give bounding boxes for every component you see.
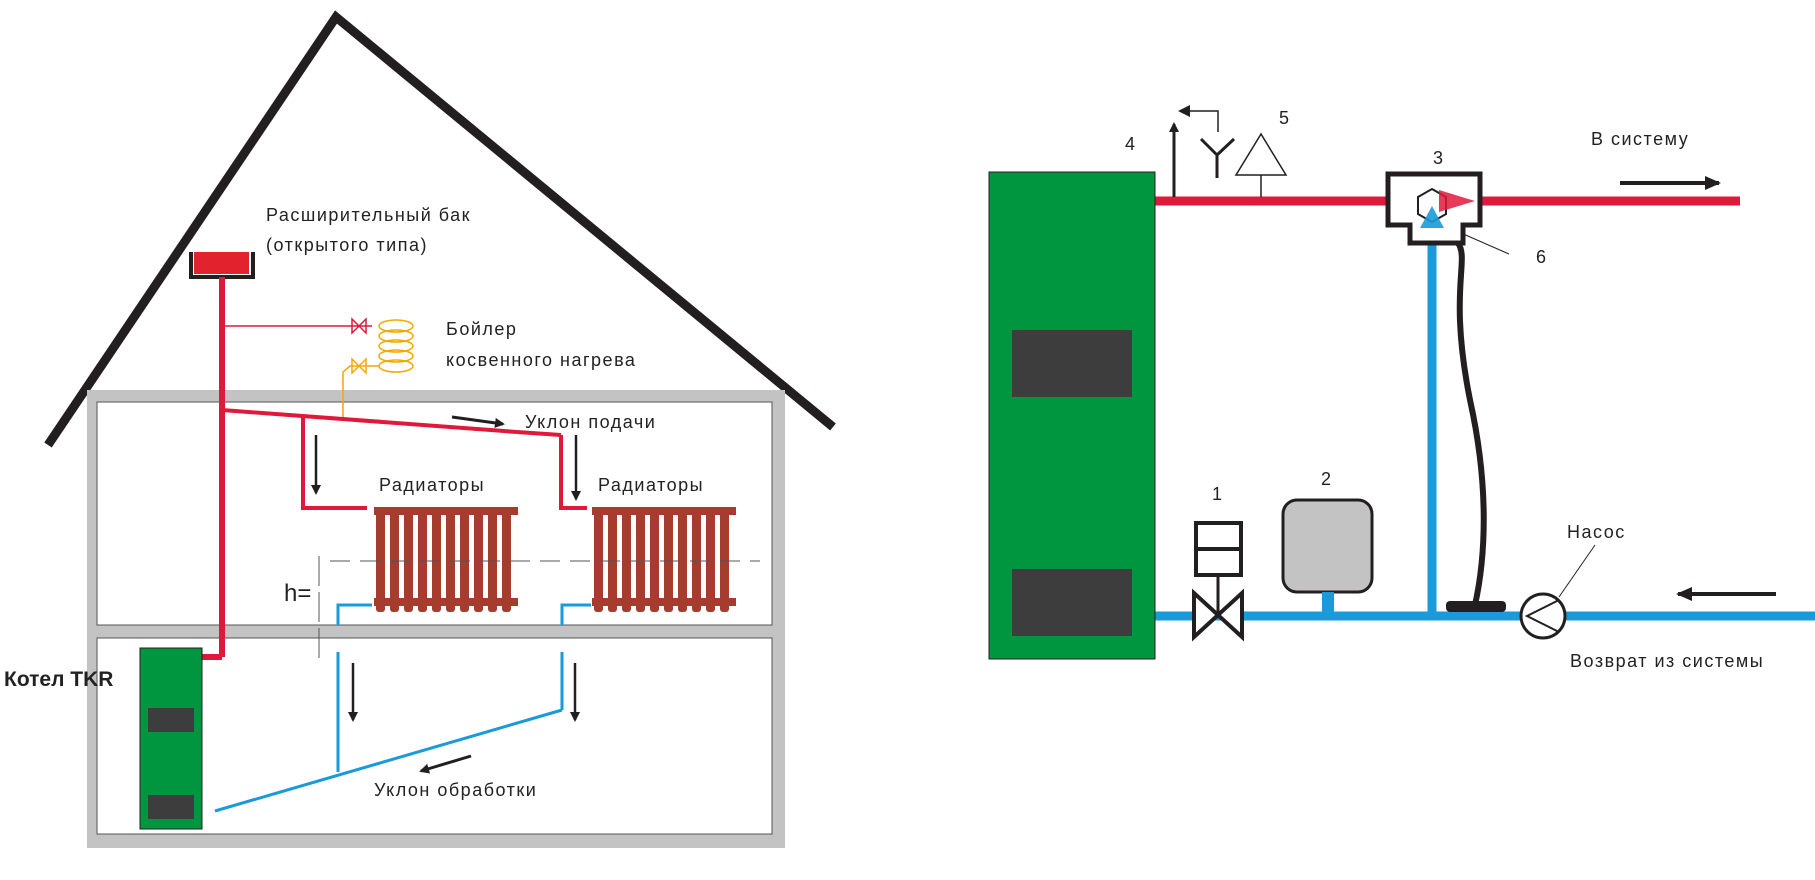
boiler-unit-right <box>988 171 1156 660</box>
supply-slope-label: Уклон подачи <box>525 412 656 432</box>
marker-6-leader <box>1460 232 1510 255</box>
boiler-window <box>1012 569 1132 636</box>
mixing-valve-cold-arrow <box>1420 206 1444 228</box>
return-from-system-label: Возврат из системы <box>1570 651 1764 671</box>
pump-label: Насос <box>1567 522 1626 542</box>
expansion-tank-label: Расширительный бак <box>266 205 471 225</box>
roof <box>44 10 836 448</box>
indirect-boiler-return-line <box>342 365 379 420</box>
radiators-label: Радиаторы <box>598 475 704 495</box>
height-label: h= <box>284 580 311 607</box>
return-slope-label: Уклон обработки <box>374 780 537 800</box>
return-branch-2 <box>560 603 591 625</box>
marker-6: 6 <box>1536 247 1548 267</box>
mixing-valve <box>1385 171 1483 246</box>
lower-floor-room <box>96 637 773 835</box>
boiler-window <box>1012 330 1132 397</box>
piping-diagram: В систему Возврат из системы Насос 1 2 3… <box>988 105 1815 671</box>
marker-5: 5 <box>1279 108 1291 128</box>
air-vent-arrow-head <box>1178 105 1190 117</box>
supply-slope-arrow <box>451 415 505 428</box>
expansion-tank <box>189 252 255 279</box>
return-branch-1 <box>336 603 372 625</box>
boiler-label: косвенного нагрева <box>446 350 636 370</box>
marker-2: 2 <box>1321 469 1333 489</box>
supply-branch-1 <box>301 416 367 510</box>
valve-icon <box>351 317 367 335</box>
marker-3: 3 <box>1433 148 1445 168</box>
expansion-tank-water <box>194 252 249 274</box>
capillary-tube <box>1455 241 1487 606</box>
indirect-boiler-coil <box>378 319 414 373</box>
boiler-unit-left <box>139 647 203 830</box>
mixing-valve-hot-arrow <box>1439 190 1475 212</box>
radiator-1 <box>374 507 518 612</box>
boiler-label: Бойлер <box>446 319 517 339</box>
safety-valve-icon <box>1234 132 1288 197</box>
to-system-label: В систему <box>1591 129 1689 149</box>
valve-icon <box>351 357 367 375</box>
marker-4: 4 <box>1125 134 1137 154</box>
supply-main-end <box>516 430 562 437</box>
marker-1: 1 <box>1212 484 1224 504</box>
boiler-window <box>148 708 194 732</box>
radiators-label: Радиаторы <box>379 475 485 495</box>
return-main-sloped <box>214 708 563 813</box>
return-slope-arrow <box>419 754 472 774</box>
expansion-tank-label: (открытого типа) <box>266 235 428 255</box>
control-valve-1 <box>1192 521 1244 642</box>
expansion-vessel <box>1281 498 1374 612</box>
boiler-window <box>148 795 194 819</box>
supply-main-sloped <box>221 408 518 434</box>
supply-branch-2 <box>559 435 587 510</box>
sensor-bulb <box>1446 601 1506 612</box>
pump-icon <box>1519 544 1596 640</box>
y-fitting-icon <box>1199 137 1236 178</box>
house-diagram: Расширительный бак (открытого типа) Бойл… <box>4 10 836 848</box>
boiler-unit-label: Котел TKR <box>4 668 113 691</box>
radiator-2 <box>592 507 736 612</box>
air-vent-arrow-branch <box>1186 110 1219 132</box>
